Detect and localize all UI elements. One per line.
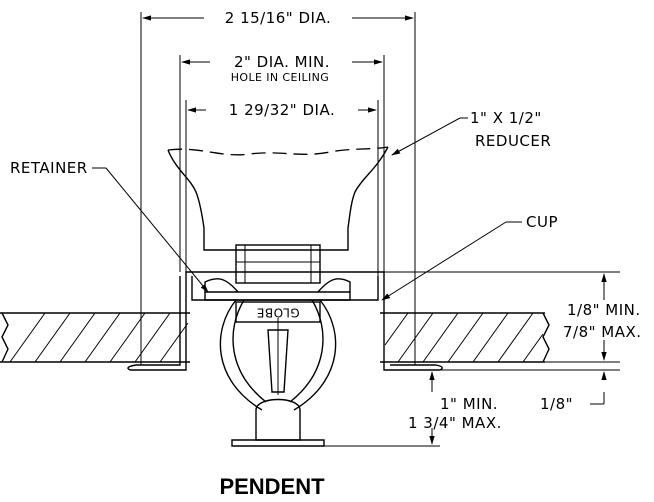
hole-note-label: HOLE IN CEILING — [231, 71, 329, 84]
drop-max-label: 1 3/4" MAX. — [408, 414, 502, 432]
retainer-label: RETAINER — [10, 159, 88, 177]
drop-dimension — [324, 371, 440, 447]
outer-diameter-dimension — [140, 12, 416, 365]
ceiling-hatch-left — [9, 312, 189, 363]
inner-diameter-dimension — [185, 100, 379, 276]
sprinkler-deflector-frame — [219, 299, 337, 447]
drop-min-label: 1" MIN. — [440, 395, 498, 413]
reducer — [167, 146, 389, 251]
reducer-label-line1: 1" X 1/2" — [470, 109, 542, 127]
cup — [127, 271, 443, 371]
hole-diameter-dimension — [179, 55, 385, 272]
brand-label: GLOBE — [256, 306, 299, 320]
hole-diameter-label: 2" DIA. MIN. — [234, 53, 330, 71]
diagram-title: PENDENT — [219, 474, 325, 499]
reducer-callout — [391, 117, 468, 156]
recess-max-label: 7/8" MAX. — [563, 323, 642, 341]
retainer-callout — [92, 167, 209, 293]
reducer-label-line2: REDUCER — [475, 132, 551, 150]
flange-dimension — [440, 369, 620, 405]
recess-min-label: 1/8" MIN. — [567, 301, 641, 319]
globe-label-plate: GLOBE — [235, 301, 321, 323]
inner-diameter-label: 1 29/32" DIA. — [229, 101, 335, 119]
recess-dimension — [384, 271, 620, 363]
cup-callout — [381, 221, 522, 301]
ceiling-hatch-right — [384, 312, 544, 363]
cup-label: CUP — [526, 213, 558, 231]
outer-diameter-label: 2 15/16" DIA. — [225, 9, 331, 27]
sprinkler: GLOBE — [204, 244, 351, 447]
flange-label: 1/8" — [540, 395, 573, 413]
